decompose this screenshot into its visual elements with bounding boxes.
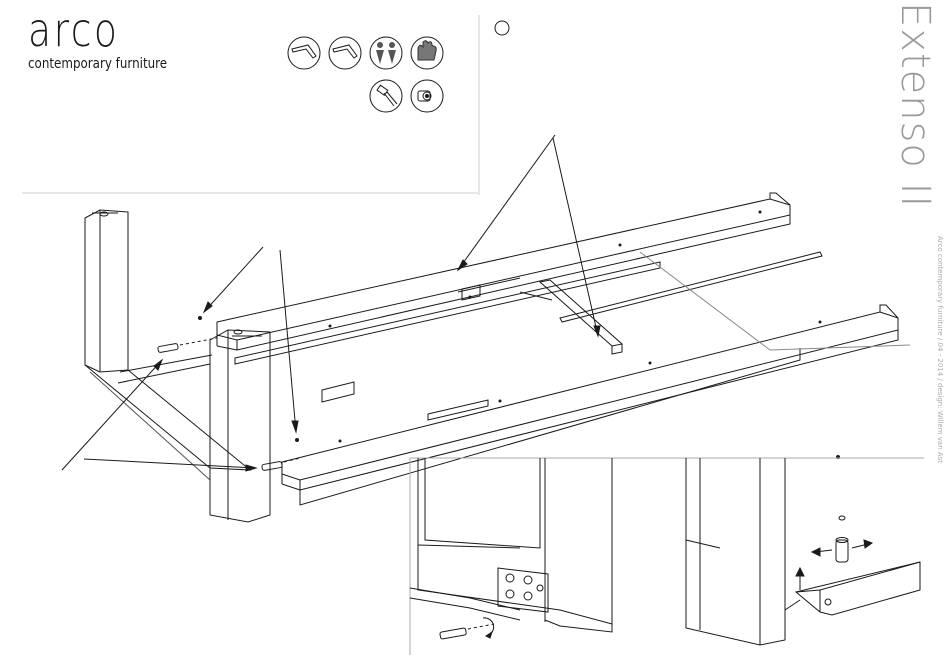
bolt-screw-icon (370, 80, 402, 112)
two-persons-icon (370, 37, 402, 69)
hex-key-icon (329, 37, 361, 69)
detail-inset (410, 458, 924, 655)
detail-leg-nut (686, 458, 920, 645)
dowel-pins (158, 338, 300, 471)
left-leg-frame (85, 210, 270, 522)
hex-key-icon (288, 37, 320, 69)
callout-arrows (62, 135, 600, 471)
glove-hand-icon (411, 37, 443, 69)
dowel-nut-icon (411, 80, 443, 112)
step-marker-circle (495, 21, 509, 35)
detail-leg-bracket (410, 458, 612, 639)
tool-icons (288, 37, 443, 112)
